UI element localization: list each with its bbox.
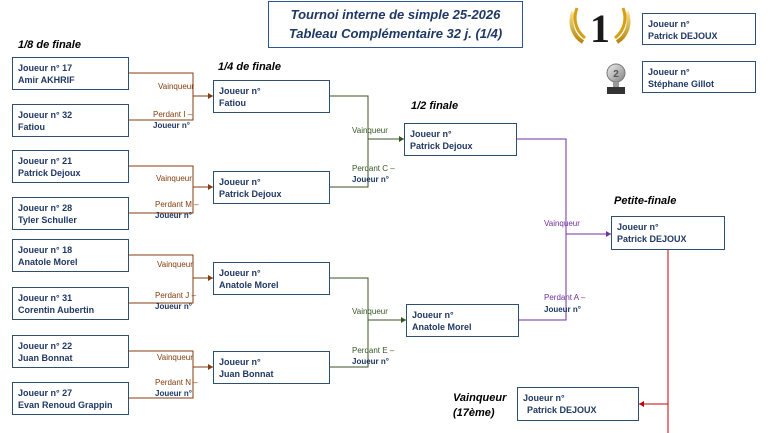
winner-heading-line1: Vainqueur — [453, 392, 507, 404]
connector-lose-label: Perdant I – — [153, 110, 193, 119]
player-name: Fatiou — [219, 98, 246, 108]
r16-connectors — [129, 72, 213, 399]
connector-win-label: Vainqueur — [158, 82, 194, 91]
player-name: Patrick Dejoux — [219, 189, 282, 199]
silver-trophy-icon: 2 — [606, 63, 626, 94]
player-name: Anatole Morel — [18, 257, 78, 267]
player-label: Joueur n° 21 — [18, 156, 73, 166]
r16-player-box: Joueur n° 22 Juan Bonnat — [12, 335, 129, 368]
player-label: Joueur n° 22 — [18, 341, 73, 351]
title-line-2: Tableau Complémentaire 32 j. (1/4) — [288, 26, 503, 41]
player-label: Joueur n° — [219, 357, 261, 367]
player-label: Joueur n° — [410, 129, 452, 139]
qf-player-box: Joueur n° Anatole Morel — [213, 262, 330, 295]
player-name: Anatole Morel — [219, 280, 279, 290]
connector-win-label: Vainqueur — [157, 353, 193, 362]
connector-win-label: Vainqueur — [157, 260, 193, 269]
qf-player-box: Joueur n° Fatiou — [213, 80, 330, 113]
player-label: Joueur n° — [219, 177, 261, 187]
r16-player-box: Joueur n° 31 Corentin Aubertin — [12, 287, 129, 320]
tournament-title: Tournoi interne de simple 25-2026 Tablea… — [268, 1, 523, 48]
player-label: Joueur n° 28 — [18, 203, 73, 213]
third-place-box: Joueur n° Patrick DEJOUX — [611, 216, 725, 250]
player-label: Joueur n° — [412, 310, 454, 320]
player-name: Juan Bonnat — [18, 353, 73, 363]
player-name: Patrick Dejoux — [410, 141, 473, 151]
r16-player-box: Joueur n° 32 Fatiou — [12, 104, 129, 137]
round-heading-third: Petite-finale — [614, 195, 677, 207]
player-label: Joueur n° — [523, 393, 565, 403]
player-label: Joueur n° 17 — [18, 63, 73, 73]
round-heading-qf: 1/4 de finale — [218, 61, 281, 73]
player-label: Joueur n° — [617, 222, 659, 232]
connector-lose-label: Perdant E – — [352, 346, 395, 355]
player-name: Anatole Morel — [412, 322, 472, 332]
winner-heading-line2: (17ème) — [453, 407, 495, 419]
connector-lose-sub: Joueur n° — [155, 302, 192, 311]
player-name: Evan Renoud Grappin — [18, 400, 113, 410]
player-name: Juan Bonnat — [219, 369, 274, 379]
player-label: Joueur n° 31 — [18, 293, 73, 303]
r16-player-box: Joueur n° 27 Evan Renoud Grappin — [12, 382, 129, 415]
player-name: Patrick DEJOUX — [527, 405, 597, 415]
r16-player-box: Joueur n° 21 Patrick Dejoux — [12, 150, 129, 183]
connector-lose-label: Perdant N – — [155, 378, 198, 387]
connector-lose-sub: Joueur n° — [352, 357, 389, 366]
sf-player-box: Joueur n° Patrick Dejoux — [404, 123, 517, 156]
connector-lose-label: Perdant M – — [155, 200, 199, 209]
connector-win-label: Vainqueur — [352, 307, 388, 316]
sf-player-box: Joueur n° Anatole Morel — [406, 304, 519, 337]
sf-connectors — [517, 138, 611, 321]
connector-win-label: Vainqueur — [156, 174, 192, 183]
player-name: Patrick DEJOUX — [617, 234, 687, 244]
player-label: Joueur n° — [219, 86, 261, 96]
player-label: Joueur n° 32 — [18, 110, 73, 120]
r16-player-box: Joueur n° 17 Amir AKHRIF — [12, 57, 129, 90]
title-line-1: Tournoi interne de simple 25-2026 — [290, 7, 501, 22]
podium-second-box: Joueur n° Stéphane Gillot — [642, 61, 756, 93]
connector-lose-label: Perdant J – — [155, 291, 196, 300]
r16-player-box: Joueur n° 18 Anatole Morel — [12, 239, 129, 272]
final-arrowhead — [639, 401, 644, 407]
connector-lose-label: Perdant A – — [544, 293, 586, 302]
podium-second-name: Stéphane Gillot — [648, 79, 715, 89]
qf-arrowheads — [399, 136, 406, 323]
podium-first-label: Joueur n° — [648, 19, 690, 29]
player-name: Amir AKHRIF — [18, 75, 75, 85]
round-heading-sf: 1/2 finale — [411, 100, 459, 112]
r16-player-box: Joueur n° 28 Tyler Schuller — [12, 197, 129, 230]
player-label: Joueur n° — [219, 268, 261, 278]
connector-win-label: Vainqueur — [352, 126, 388, 135]
player-name: Patrick Dejoux — [18, 168, 81, 178]
round-heading-r16: 1/8 de finale — [18, 39, 81, 51]
player-name: Fatiou — [18, 122, 45, 132]
qf-player-box: Joueur n° Juan Bonnat — [213, 351, 330, 384]
podium-first-box: Joueur n° Patrick DEJOUX — [642, 13, 756, 45]
connector-lose-sub: Joueur n° — [352, 175, 389, 184]
connector-lose-sub: Joueur n° — [155, 389, 192, 398]
connector-lose-sub: Joueur n° — [544, 305, 581, 314]
r16-arrowheads — [208, 93, 213, 370]
player-name: Tyler Schuller — [18, 215, 77, 225]
player-label: Joueur n° 27 — [18, 388, 73, 398]
sf-arrowhead — [606, 231, 611, 237]
qf-player-box: Joueur n° Patrick Dejoux — [213, 171, 330, 204]
player-name: Corentin Aubertin — [18, 305, 95, 315]
podium-first-name: Patrick DEJOUX — [648, 31, 718, 41]
svg-text:2: 2 — [613, 69, 619, 80]
qf-connectors — [330, 95, 406, 368]
player-label: Joueur n° 18 — [18, 245, 73, 255]
connector-lose-sub: Joueur n° — [153, 121, 190, 130]
connector-lose-sub: Joueur n° — [155, 211, 192, 220]
gold-trophy-icon: 1 — [569, 6, 631, 50]
connector-lose-label: Perdant C – — [352, 164, 395, 173]
svg-text:1: 1 — [590, 6, 610, 50]
winner-box: Joueur n° Patrick DEJOUX — [517, 387, 639, 421]
podium-second-label: Joueur n° — [648, 67, 690, 77]
connector-win-label: Vainqueur — [544, 219, 580, 228]
